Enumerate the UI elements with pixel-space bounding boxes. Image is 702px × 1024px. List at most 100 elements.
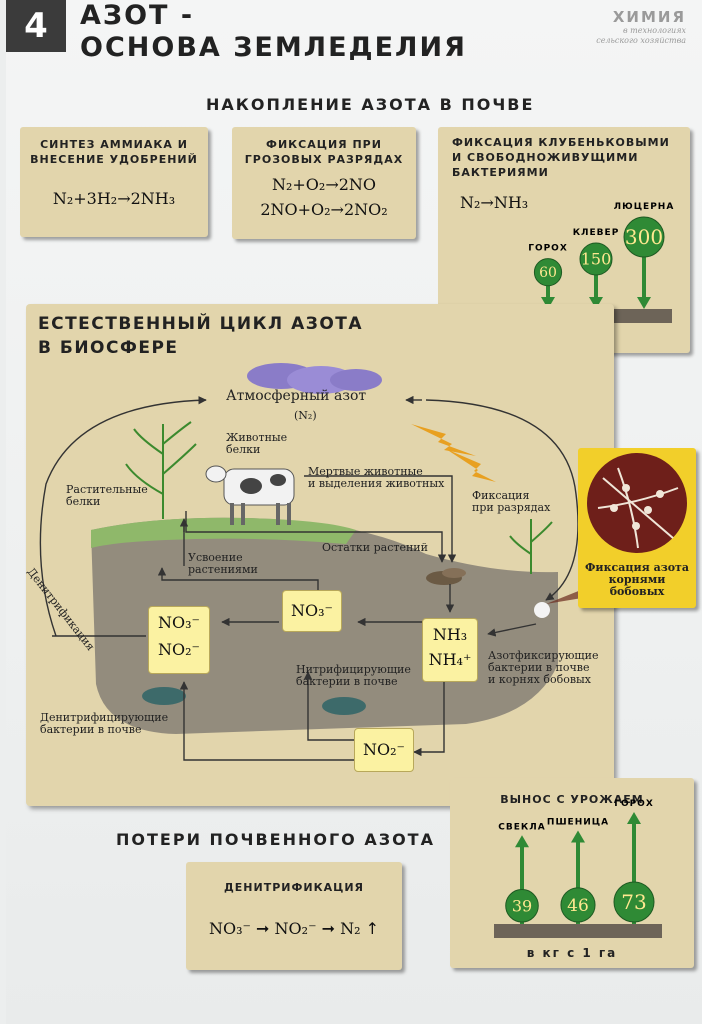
bar-category-label: ПШЕНИЦА [547,817,609,827]
label-nitr-1: Нитрифицирующие [296,663,411,676]
label-nitrifying: Нитрифицирующие бактерии в почве [296,664,411,688]
formula-denit-n2: N₂ [340,919,361,938]
card-denitrification: ДЕНИТРИФИКАЦИЯ NO₃⁻ ➞ NO₂⁻ ➞ N₂ ↑ [186,862,402,970]
plant-right-icon [509,519,553,574]
ion-box-nh3-nh4: NH₃ NH₄⁺ [422,618,478,682]
arrow-from-atmosphere-right [425,399,579,601]
formula-denit-no3: NO₃⁻ [208,919,251,938]
title-line-1: АЗОТ - [80,0,195,31]
label-dead-animals: Мертвые животные и выделения животных [308,466,444,490]
label-uptake: Усвоение растениями [188,552,258,576]
arrow-icon: ➞ [321,919,336,938]
bar-value-circle [505,888,539,923]
title-line-2: ОСНОВА ЗЕМЛЕДЕЛИЯ [80,32,467,63]
root-nodules-illustration [587,453,687,553]
label-animal-2: белки [226,443,261,456]
ion-box-no3-no2: NO₃⁻ NO₂⁻ [148,606,210,674]
ion-nh4: NH₄⁺ [428,650,472,669]
brand: ХИМИЯ в технологиях сельского хозяйства [596,8,686,46]
formula-n2-nh3: N₂→NH₃ [460,193,529,212]
formula-denitrification: NO₃⁻ ➞ NO₂⁻ ➞ N₂ ↑ [186,919,402,938]
label-lightning-2: при разрядах [472,501,551,514]
label-roots-2: корнями [608,573,666,586]
brand-title: ХИМИЯ [612,8,686,26]
label-denitrifying: Денитрифицирующие бактерии в почве [40,712,168,736]
card-bacterial-title-1: ФИКСАЦИЯ КЛУБЕНЬКОВЫМИ [452,136,670,149]
brand-sub-2: сельского хозяйства [596,36,686,45]
formula-ammonia: N₂+3H₂→2NH₃ [52,189,176,208]
bar-value-circle [579,242,613,276]
card-bacterial-title: ФИКСАЦИЯ КЛУБЕНЬКОВЫМИ И СВОБОДНОЖИВУЩИМ… [438,135,690,180]
label-uptake-1: Усвоение [188,551,243,564]
label-animal-proteins: Животные белки [226,432,287,456]
bar-arrowhead [515,835,529,848]
label-plant-proteins: Растительные белки [66,484,148,508]
bar-value-circle [560,887,596,923]
label-root-fixation: Фиксация азота корнями бобовых [578,562,696,598]
arrow-azotfix [487,623,537,637]
label-plant-1: Растительные [66,483,148,496]
card-lightning-title-1: ФИКСАЦИЯ ПРИ [266,138,382,151]
label-azot-2: бактерии в почве [488,661,590,674]
bar-value-circle [613,881,655,923]
bar-arrowhead [589,297,603,309]
arrow-up-icon: ↑ [365,919,380,938]
label-roots-1: Фиксация азота [584,561,690,574]
bar-value-label: 73 [621,890,646,914]
bar-category-label: ГОРОХ [614,799,654,809]
label-n2: (N₂) [294,409,317,422]
cycle-title-1: ЕСТЕСТВЕННЫЙ ЦИКЛ АЗОТА [38,314,364,334]
bar-value-circle [623,216,665,258]
formula-denit-no2: NO₂⁻ [274,919,317,938]
label-animal-1: Животные [226,431,288,444]
label-roots-3: бобовых [609,585,665,598]
cow-icon [205,465,295,525]
card-ammonia-synthesis: СИНТЕЗ АММИАКА И ВНЕСЕНИЕ УДОБРЕНИЙ N₂+3… [20,127,208,237]
brand-sub-1: в технологиях [622,26,686,35]
bar-value-label: 300 [625,225,663,249]
arrow-plant-remains [185,511,447,563]
formula-no2: 2NO+O₂→2NO₂ [260,200,388,219]
cloud-icon [247,363,382,394]
cycle-title-2: В БИОСФЕРЕ [38,338,179,358]
label-azot-1: Азотфиксирующие [488,649,599,662]
bar-0: 39 СВЕКЛА [498,822,545,924]
bacteria-mid-icon [322,697,366,715]
label-nitr-2: бактерии в почве [296,675,398,688]
label-plant-2: белки [66,495,101,508]
soil-strip [494,924,662,938]
grass-area [91,517,356,548]
bar-arrowhead [627,812,641,824]
bar-arrowhead [541,297,555,309]
ion-no3: NO₃⁻ [158,613,200,632]
label-azot-3: и корнях бобовых [488,673,591,686]
root-nodule-icon [534,602,550,618]
bar-category-label: ГОРОХ [528,244,568,254]
bar-category-label: СВЕКЛА [498,822,545,832]
card-ammonia-title-2: ВНЕСЕНИЕ УДОБРЕНИЙ [30,153,198,166]
card-lightning-title-2: ГРОЗОВЫХ РАЗРЯДАХ [244,153,404,166]
bar-value-circle [533,258,563,287]
formula-no: N₂+O₂→2NO [271,175,377,194]
poster-number: 4 [6,0,66,52]
bar-arrowhead [637,297,651,309]
card-denit-title: ДЕНИТРИФИКАЦИЯ [224,881,364,894]
ion-box-no3-mid: NO₃⁻ [282,590,342,632]
card-bacterial-title-3: БАКТЕРИЯМИ [452,166,549,179]
page-title: АЗОТ - ОСНОВА ЗЕМЛЕДЕЛИЯ [80,0,467,64]
card-lightning-fixation: ФИКСАЦИЯ ПРИ ГРОЗОВЫХ РАЗРЯДАХ N₂+O₂→2NO… [232,127,416,239]
arrow-nh-to-no2 [413,680,445,757]
accumulation-title: НАКОПЛЕНИЕ АЗОТА В ПОЧВЕ [206,95,535,114]
label-uptake-2: растениями [188,563,258,576]
card-ammonia-title-1: СИНТЕЗ АММИАКА И [40,138,188,151]
arrow-no2-to-left [179,681,354,761]
bar-value-label: 39 [512,896,532,915]
card-bacterial-title-2: И СВОБОДНОЖИВУЩИМИ [452,151,639,164]
label-plant-remains: Остатки растений [322,541,428,554]
bar-arrowhead [571,830,585,843]
root-fixation-inset: Фиксация азота корнями бобовых [578,448,696,608]
label-lightning-1: Фиксация [472,489,530,502]
